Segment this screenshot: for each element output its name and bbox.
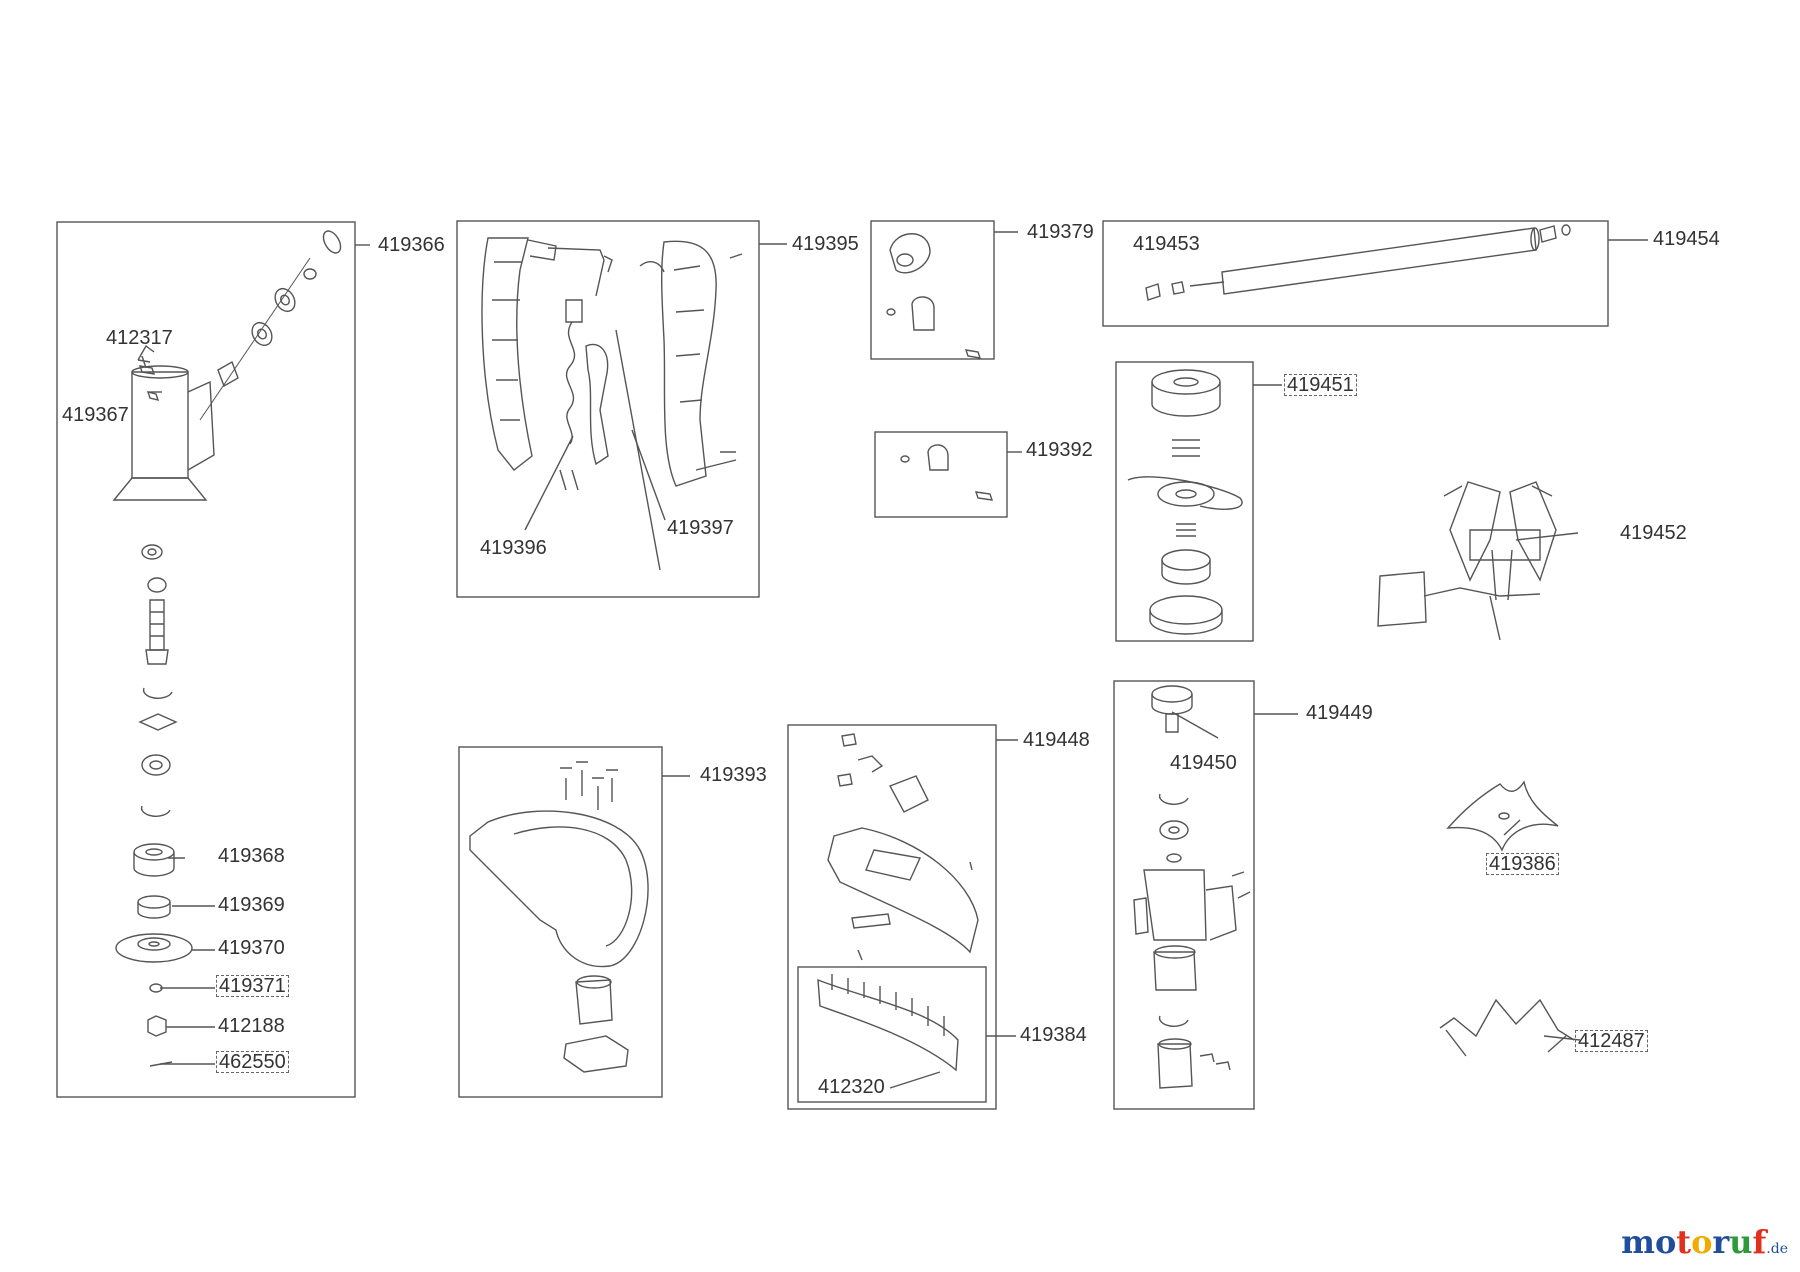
box-lower-head	[1113, 680, 1255, 1110]
part-label-419453: 419453	[1133, 233, 1200, 255]
brand-letter: o	[1654, 1223, 1677, 1261]
part-label-419379: 419379	[1027, 221, 1094, 243]
box-loop-handle	[458, 746, 663, 1098]
part-label-419452: 419452	[1620, 522, 1687, 544]
part-label-462550: 462550	[216, 1051, 289, 1073]
part-label-412320: 412320	[818, 1076, 885, 1098]
part-label-419396: 419396	[480, 537, 547, 559]
brand-letter: o	[1691, 1223, 1713, 1261]
part-label-419367: 419367	[62, 404, 129, 426]
part-label-419397: 419397	[667, 517, 734, 539]
box-clamp-a	[870, 220, 995, 360]
brand-logo: motoruf.de	[1621, 1226, 1788, 1258]
part-label-419370: 419370	[218, 937, 285, 959]
part-label-419450: 419450	[1170, 752, 1237, 774]
part-label-419451: 419451	[1284, 374, 1357, 396]
part-label-419384: 419384	[1020, 1024, 1087, 1046]
brand-letter: u	[1729, 1223, 1753, 1261]
brand-letter: m	[1621, 1223, 1655, 1261]
part-label-412188: 412188	[218, 1015, 285, 1037]
part-label-419386: 419386	[1486, 853, 1559, 875]
part-label-419368: 419368	[218, 845, 285, 867]
part-label-419366: 419366	[378, 234, 445, 256]
box-handle	[456, 220, 760, 598]
part-label-419393: 419393	[700, 764, 767, 786]
part-label-419449: 419449	[1306, 702, 1373, 724]
part-label-419395: 419395	[792, 233, 859, 255]
part-label-419392: 419392	[1026, 439, 1093, 461]
part-label-419454: 419454	[1653, 228, 1720, 250]
brand-letter: t	[1676, 1223, 1692, 1261]
box-gearhead	[56, 221, 356, 1098]
brand-letter: f	[1752, 1223, 1767, 1261]
part-label-419369: 419369	[218, 894, 285, 916]
brand-tld: .de	[1766, 1241, 1788, 1257]
box-clamp-b	[874, 431, 1008, 518]
part-label-419371: 419371	[216, 975, 289, 997]
part-label-412317: 412317	[106, 327, 173, 349]
box-shaft	[1102, 220, 1609, 327]
box-trimmer-head	[1115, 361, 1254, 642]
box-guard	[787, 724, 997, 1110]
part-label-412487: 412487	[1575, 1030, 1648, 1052]
brand-letter: r	[1712, 1223, 1730, 1261]
box-guard-insert	[797, 966, 987, 1103]
part-label-419448: 419448	[1023, 729, 1090, 751]
